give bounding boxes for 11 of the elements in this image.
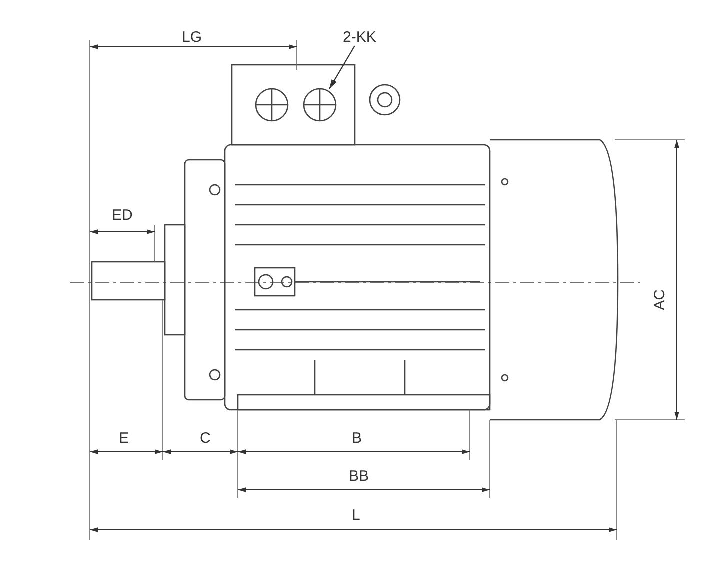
callout-label: 2-KK [343,30,376,46]
dimension-label: L [352,508,360,524]
leader-line [328,46,356,90]
dimension-label: C [200,431,211,447]
dimension-label: ED [112,208,133,224]
dimension-label: BB [349,469,370,485]
dimension-label: LG [182,30,202,46]
dimension-label: E [119,431,130,447]
cable-gland [303,88,337,122]
dimension-label: B [352,431,362,447]
dimension-label: AC [652,290,668,310]
